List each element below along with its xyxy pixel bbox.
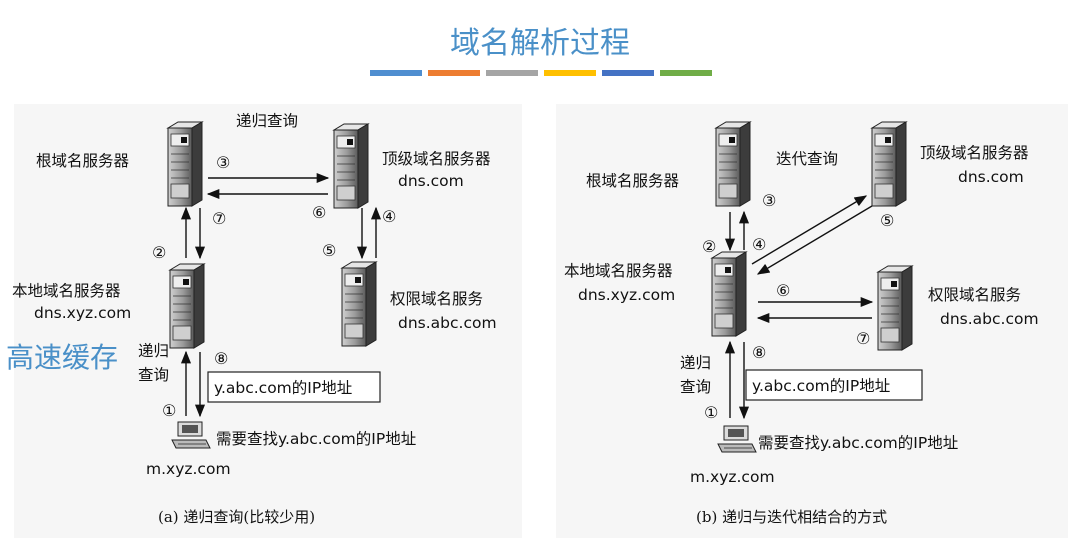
local-server-domain-b: dns.xyz.com [578, 286, 675, 304]
auth-server-label-b: 权限域名服务 [928, 286, 1021, 304]
accent-stripe-5 [602, 70, 654, 76]
cache-overlay-label: 高速缓存 [6, 341, 119, 374]
tld-server-icon [333, 123, 369, 209]
step-6-label: ⑥ [312, 203, 326, 222]
query-type-left-line1: 递归 [138, 342, 169, 360]
step-2-label-b: ② [702, 237, 716, 256]
step-3-label-b: ③ [762, 191, 776, 210]
step-8-label: ⑧ [214, 349, 228, 368]
tld-server-icon-b [871, 121, 907, 207]
query-type-top-label-b: 迭代查询 [776, 150, 838, 168]
step-7-label: ⑦ [212, 209, 226, 228]
host-request-label: 需要查找y.abc.com的IP地址 [216, 430, 416, 448]
host-computer-icon [171, 421, 211, 449]
step-4-label: ④ [382, 207, 396, 226]
tld-server-domain: dns.com [398, 172, 464, 190]
query-type-top-label: 递归查询 [236, 112, 298, 130]
result-box-text: y.abc.com的IP地址 [214, 379, 352, 397]
step-3-label: ③ [216, 153, 230, 172]
accent-stripe-1 [370, 70, 422, 76]
auth-server-label: 权限域名服务 [390, 290, 483, 308]
arrow-5-b [756, 205, 873, 275]
query-type-left-line2: 查询 [138, 366, 169, 384]
page-title: 域名解析过程 [450, 26, 630, 61]
caption-b: (b) 递归与迭代相结合的方式 [696, 508, 887, 526]
result-box [207, 371, 381, 403]
arrow-iter-to-tld [751, 195, 868, 265]
root-server-icon-b [715, 121, 751, 207]
accent-stripe-2 [428, 70, 480, 76]
auth-server-domain-b: dns.abc.com [940, 310, 1039, 328]
auth-server-domain: dns.abc.com [398, 314, 497, 332]
query-type-left-line1-b: 递归 [680, 354, 711, 372]
result-box-b [745, 369, 923, 401]
step-5-label: ⑤ [322, 241, 336, 260]
local-server-label: 本地域名服务器 [12, 282, 121, 300]
accent-stripe-4 [544, 70, 596, 76]
tld-server-domain-b: dns.com [958, 168, 1024, 186]
auth-server-icon-b [877, 265, 913, 351]
step-8-label-b: ⑧ [752, 343, 766, 362]
step-2-label: ② [152, 243, 166, 262]
step-4-label-b: ④ [752, 235, 766, 254]
root-server-label-b: 根域名服务器 [586, 172, 680, 190]
local-server-icon [169, 263, 205, 349]
accent-stripe-6 [660, 70, 712, 76]
accent-stripe-3 [486, 70, 538, 76]
panel-iterative-query [556, 104, 1068, 538]
root-server-label: 根域名服务器 [36, 152, 130, 170]
result-box-text-b: y.abc.com的IP地址 [752, 377, 890, 395]
auth-server-icon [341, 261, 377, 347]
host-request-label-b: 需要查找y.abc.com的IP地址 [758, 434, 958, 452]
root-server-icon [167, 121, 203, 207]
local-server-label-b: 本地域名服务器 [564, 262, 673, 280]
step-1-label-b: ① [704, 403, 718, 422]
tld-server-label-b: 顶级域名服务器 [920, 144, 1029, 162]
host-name-label-b: m.xyz.com [690, 468, 775, 486]
local-server-domain: dns.xyz.com [34, 304, 131, 322]
step-7-label-b: ⑦ [856, 329, 870, 348]
step-1-label: ① [162, 401, 176, 420]
tld-server-label: 顶级域名服务器 [382, 150, 491, 168]
host-name-label: m.xyz.com [146, 460, 231, 478]
step-5-label-b: ⑤ [880, 211, 894, 230]
caption-a: (a) 递归查询(比较少用) [158, 508, 315, 526]
host-computer-icon-b [717, 425, 757, 453]
local-server-icon-b [711, 251, 747, 337]
panel-recursive-query [14, 104, 522, 538]
step-6-label-b: ⑥ [776, 281, 790, 300]
query-type-left-line2-b: 查询 [680, 378, 711, 396]
